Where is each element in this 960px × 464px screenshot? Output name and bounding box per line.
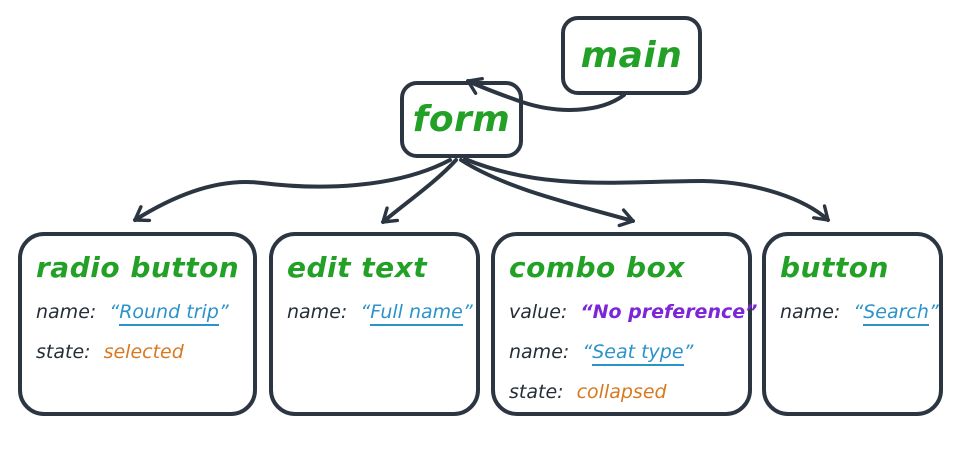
node-title: button — [780, 251, 889, 284]
node-button: button name: “Search” — [762, 232, 943, 416]
close-quote: ” — [218, 301, 229, 323]
value-text: Search — [863, 301, 929, 326]
attribute-rows: value: “No preference” name: “Seat type”… — [509, 299, 757, 406]
attribute-row-state: state: collapsed — [509, 379, 734, 406]
attribute-rows: name: “Full name” — [287, 299, 473, 326]
arrow-form-to-button — [463, 157, 830, 222]
attribute-key: name: — [780, 301, 841, 323]
node-title: main — [580, 35, 683, 76]
attribute-value: collapsed — [576, 381, 667, 403]
open-quote: “ — [853, 301, 864, 323]
arrow-form-to-combo-box — [459, 158, 635, 228]
node-title: radio button — [36, 251, 240, 284]
attribute-row-state: state: selected — [36, 339, 239, 366]
attribute-value: selected — [103, 341, 184, 363]
value-text: No preference — [592, 301, 746, 323]
node-title: edit text — [287, 251, 428, 284]
attribute-row-name: name: “Seat type” — [509, 339, 734, 366]
attribute-row-name: name: “Full name” — [287, 299, 473, 326]
open-quote: “ — [109, 301, 120, 323]
value-text: Round trip — [119, 301, 219, 326]
attribute-key: name: — [36, 301, 97, 323]
attribute-row-name: name: “Round trip” — [36, 299, 239, 326]
attribute-value: “Search” — [853, 301, 939, 326]
node-form: form — [400, 81, 523, 158]
close-quote: ” — [928, 301, 939, 323]
node-title: form — [412, 99, 511, 140]
node-main: main — [561, 16, 702, 95]
attribute-value: “No preference” — [580, 301, 757, 323]
attribute-rows: name: “Round trip” state: selected — [36, 299, 239, 366]
node-title: combo box — [509, 251, 685, 284]
attribute-value: “Seat type” — [582, 341, 693, 366]
attribute-value: “Full name” — [360, 301, 473, 326]
node-radio-button: radio button name: “Round trip” state: s… — [18, 232, 257, 416]
open-quote: “ — [582, 341, 593, 363]
node-combo-box: combo box value: “No preference” name: “… — [491, 232, 757, 416]
close-quote: ” — [745, 301, 758, 323]
attribute-key: name: — [509, 341, 570, 363]
attribute-key: name: — [287, 301, 348, 323]
attribute-key: value: — [509, 301, 568, 323]
arrow-form-to-edit-text — [381, 158, 458, 224]
attribute-row-value: value: “No preference” — [509, 299, 757, 326]
open-quote: “ — [580, 301, 593, 323]
value-text: Seat type — [592, 341, 684, 366]
attribute-value: “Round trip” — [109, 301, 229, 326]
value-text: Full name — [370, 301, 463, 326]
close-quote: ” — [462, 301, 473, 323]
arrow-form-to-radio-button — [133, 158, 452, 223]
attribute-row-name: name: “Search” — [780, 299, 939, 326]
node-edit-text: edit text name: “Full name” — [269, 232, 480, 416]
attribute-key: state: — [509, 381, 564, 403]
attribute-rows: name: “Search” — [780, 299, 939, 326]
close-quote: ” — [683, 341, 694, 363]
attribute-key: state: — [36, 341, 91, 363]
open-quote: “ — [360, 301, 371, 323]
